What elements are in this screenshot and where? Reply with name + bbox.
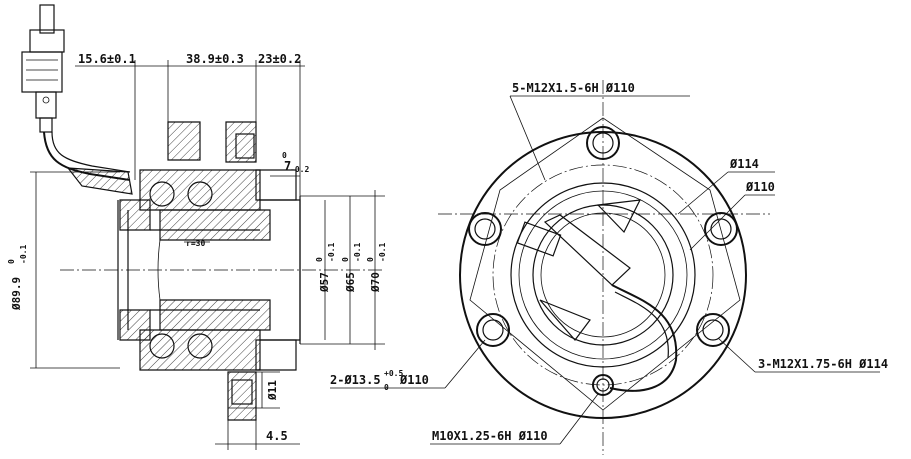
callout-left-tol-low: 0 [384,383,389,392]
front-sensor [516,199,678,392]
bolt-holes [468,126,738,396]
dim-bore-57-tol0: 0 [315,257,324,262]
dim-bolt-offset: 4.5 [266,429,288,443]
dimension-lines-side [30,60,385,450]
dim-flange-value: 7 [284,159,291,173]
dim-width-38-9: 38.9±0.3 [186,52,244,66]
dim-bore-65-tol0: 0 [341,257,350,262]
dim-radius-r30: r=30 [186,239,205,248]
hub-section-lower [119,299,297,421]
dim-bore-57: Ø57 [318,272,331,293]
dim-outer-diameter-tol0: 0 [7,259,16,264]
dim-bore-70-tol: -0.1 [378,243,387,262]
dim-bore-57-tol: -0.1 [327,243,336,262]
callout-top: 5-M12X1.5-6H Ø110 [512,81,635,95]
dim-flange-tol-low: -0.2 [290,165,309,174]
callout-bottom: M10X1.25-6H Ø110 [432,429,548,443]
hub-outer-circle [459,131,747,419]
callout-left-tol-up: +0.5 [384,369,403,378]
callout-right: 3-M12X1.75-6H Ø114 [758,357,888,371]
front-view: 5-M12X1.5-6H Ø110 Ø114 Ø110 3-M12X1.75-6… [330,80,888,455]
flange-circle [510,182,696,368]
dim-outer-diameter-tol: -0.1 [19,245,28,264]
callout-left-prefix: 2-Ø13.5 [330,373,381,387]
dim-bore-65: Ø65 [344,272,357,293]
dim-bore-65-tol: -0.1 [353,243,362,262]
dim-width-15-6: 15.6±0.1 [78,52,136,66]
callout-pcd-110: Ø110 [745,180,775,194]
sensor-connector [21,4,133,195]
hub-section-upper [119,121,297,241]
dim-bore-70-tol0: 0 [366,257,375,262]
dim-outer-diameter: Ø89.9 [10,277,23,311]
dim-flange-tol-up: 0 [282,151,287,160]
dim-bolt-diameter: Ø11 [266,380,279,401]
dim-width-23: 23±0.2 [258,52,301,66]
side-section-view: 15.6±0.1 38.9±0.3 23±0.2 0 7 -0.2 r=30 Ø… [7,4,387,450]
leader-lines-front [330,95,880,445]
callout-left-pcd: Ø110 [399,373,429,387]
dim-bore-70: Ø70 [369,272,382,293]
callout-pcd-114: Ø114 [729,157,759,171]
